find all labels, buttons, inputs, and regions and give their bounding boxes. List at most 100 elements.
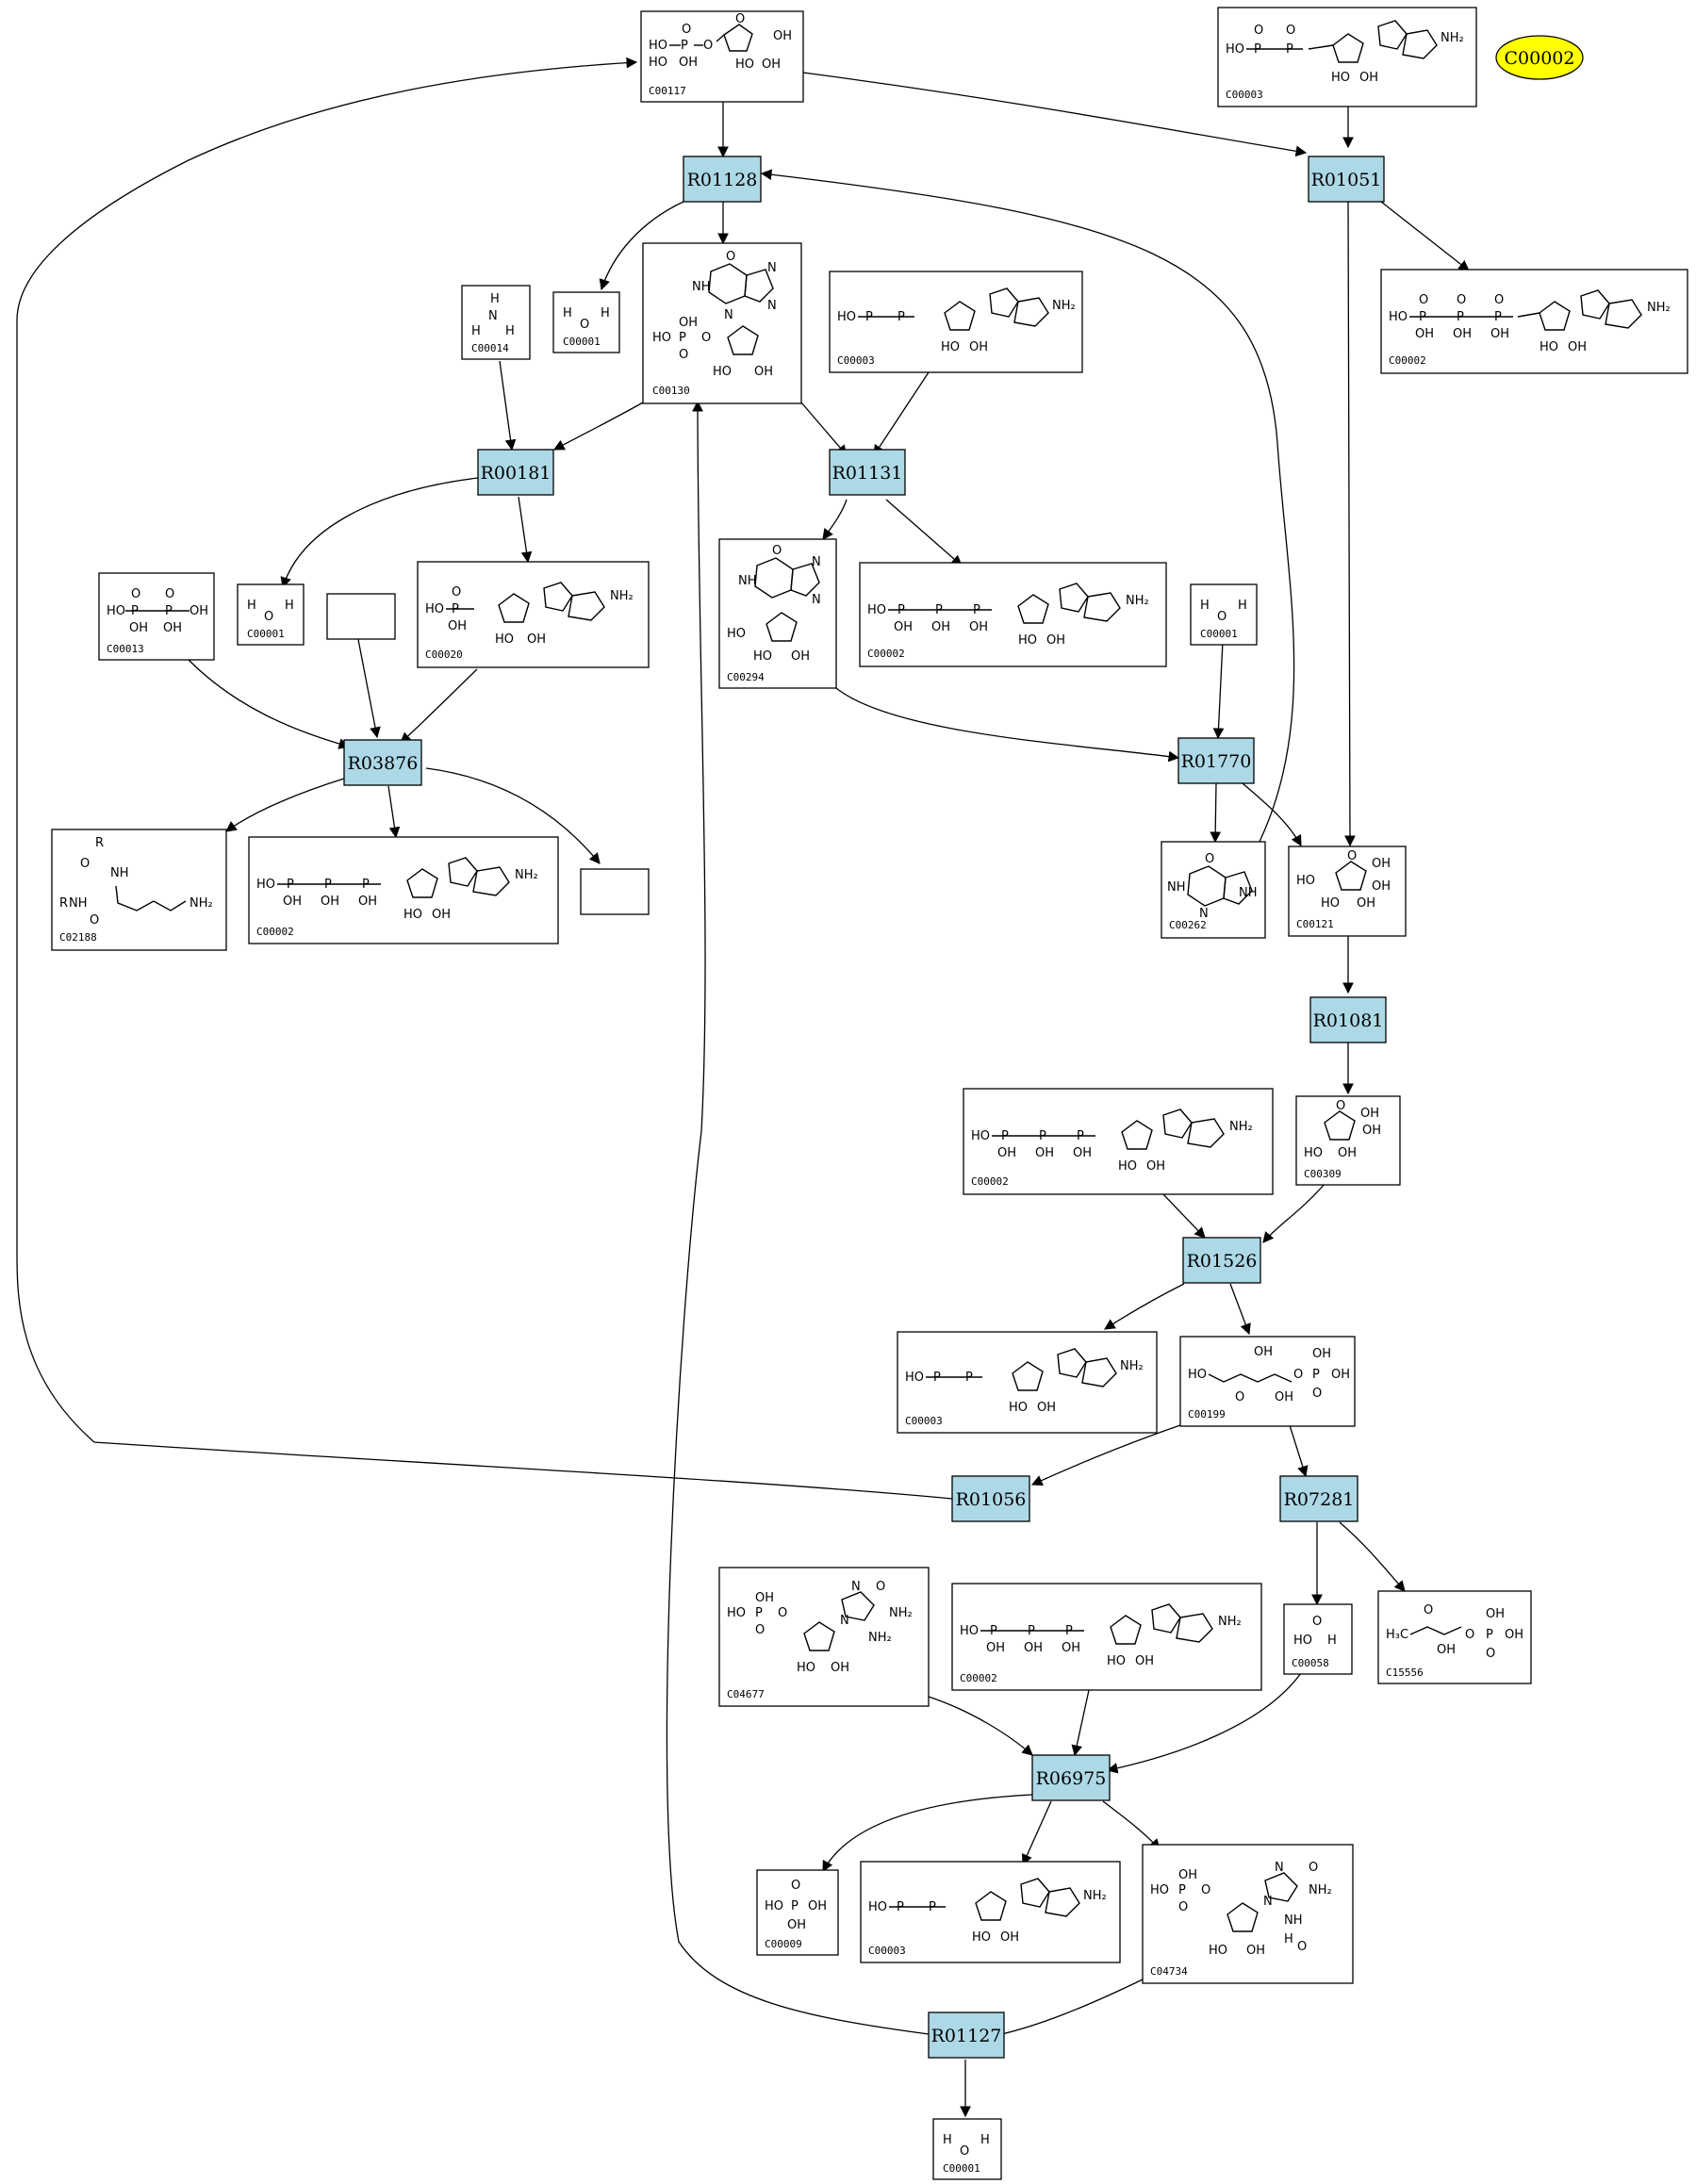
svg-text:NH₂: NH₂ xyxy=(1126,594,1149,608)
compound-C04677[interactable]: OH HO P O O N N O NH₂ NH₂ HO OH C04677 xyxy=(718,1567,930,1707)
svg-text:O: O xyxy=(1312,1387,1322,1401)
reaction-R07281[interactable]: R07281 xyxy=(1279,1475,1358,1522)
svg-text:HO: HO xyxy=(941,340,960,354)
compound-C00130[interactable]: O NH N N N OH HO P O O HO OH C00130 xyxy=(642,242,802,404)
svg-text:O: O xyxy=(1465,1628,1474,1642)
structure-inosine: O NH N N HO HO OH xyxy=(727,544,821,664)
svg-text:NH₂: NH₂ xyxy=(868,1631,892,1645)
reaction-R01128[interactable]: R01128 xyxy=(683,156,762,203)
svg-text:OH: OH xyxy=(1246,1944,1265,1958)
svg-text:NH₂: NH₂ xyxy=(189,896,213,911)
svg-text:HO: HO xyxy=(1118,1159,1137,1174)
empty-node[interactable] xyxy=(326,593,396,640)
compound-C00294[interactable]: O NH N N HO HO OH C00294 xyxy=(718,538,837,689)
svg-text:HO: HO xyxy=(867,603,886,617)
compound-C00117[interactable]: HO P O O HO OH O OH HO OH C00117 xyxy=(640,10,804,103)
svg-text:O: O xyxy=(960,2144,969,2159)
compound-id: C00001 xyxy=(943,2162,980,2175)
reaction-R01127[interactable]: R01127 xyxy=(928,2012,1005,2059)
compound-C00001-b[interactable]: H O H C00001 xyxy=(237,583,305,646)
reaction-R03876[interactable]: R03876 xyxy=(343,739,422,786)
svg-text:OH: OH xyxy=(1062,1641,1080,1655)
target-compound-node[interactable]: C00002 xyxy=(1495,35,1584,80)
empty-node[interactable] xyxy=(580,868,650,915)
compound-C00058[interactable]: O HO H C00058 xyxy=(1283,1603,1353,1675)
compound-C00001-c[interactable]: H O H C00001 xyxy=(1190,583,1258,646)
svg-text:OH: OH xyxy=(969,620,988,634)
compound-C00309[interactable]: O OH OH HO OH C00309 xyxy=(1295,1095,1401,1186)
compound-C00121[interactable]: O HO OH OH HO OH C00121 xyxy=(1288,846,1407,937)
compound-C00003-b[interactable]: HO P P NH₂ HO OH C00003 xyxy=(829,271,1083,373)
svg-text:NH₂: NH₂ xyxy=(1229,1120,1253,1134)
compound-C00001-final[interactable]: H O H C00001 xyxy=(932,2118,1002,2180)
compound-C00003-d[interactable]: HO P P NH₂ HO OH C00003 xyxy=(860,1861,1121,1963)
reaction-R01526[interactable]: R01526 xyxy=(1182,1237,1261,1284)
svg-text:OH: OH xyxy=(787,1918,806,1932)
compound-C00001[interactable]: H O H C00001 xyxy=(552,291,620,353)
svg-text:H: H xyxy=(943,2133,952,2147)
reaction-R01051[interactable]: R01051 xyxy=(1308,156,1385,203)
svg-text:R: R xyxy=(95,836,104,850)
reaction-R01131[interactable]: R01131 xyxy=(829,449,906,496)
reaction-box xyxy=(1177,737,1255,784)
svg-text:O: O xyxy=(682,23,691,37)
svg-text:HO: HO xyxy=(652,331,671,345)
svg-text:H: H xyxy=(601,306,610,320)
compound-id: C00013 xyxy=(107,643,144,655)
reaction-R01081[interactable]: R01081 xyxy=(1309,996,1387,1043)
edge xyxy=(822,499,848,540)
compound-C00003-c[interactable]: HO P P NH₂ HO OH C00003 xyxy=(897,1331,1158,1434)
svg-text:OH: OH xyxy=(808,1899,827,1913)
compound-C00009[interactable]: O HO P OH OH C00009 xyxy=(756,1869,839,1956)
compound-C00020[interactable]: HO P O OH NH₂ HO OH C00020 xyxy=(417,561,650,668)
compound-C00002-d[interactable]: HO P P P OH OH OH NH₂ HO OH C00002 xyxy=(963,1088,1274,1195)
svg-text:N: N xyxy=(724,308,733,322)
reaction-R01056[interactable]: R01056 xyxy=(951,1475,1030,1522)
compound-id: C00020 xyxy=(425,649,463,661)
svg-text:P: P xyxy=(935,603,943,617)
svg-text:OH: OH xyxy=(283,895,302,909)
compound-C00003[interactable]: HO P P O O NH₂ HO OH C00003 xyxy=(1217,7,1477,107)
target-label: C00002 xyxy=(1505,48,1575,69)
svg-text:HO: HO xyxy=(1009,1401,1028,1415)
svg-text:H: H xyxy=(505,324,515,338)
compound-box xyxy=(1142,1844,1354,1984)
svg-text:O: O xyxy=(1254,24,1263,38)
svg-text:NH: NH xyxy=(1284,1913,1303,1928)
compound-C00002-e[interactable]: HO P P P OH OH OH NH₂ HO OH C00002 xyxy=(951,1583,1262,1691)
compound-C00262[interactable]: O NH NH N C00262 xyxy=(1161,841,1266,939)
svg-text:OH: OH xyxy=(1415,327,1434,341)
compound-id: C00003 xyxy=(837,354,875,367)
svg-text:OH: OH xyxy=(448,619,467,633)
svg-text:P: P xyxy=(165,604,173,618)
compound-C04734[interactable]: OH HO P O O N N O NH₂ NH H O HO OH C0473… xyxy=(1142,1844,1354,1984)
compound-id: C04734 xyxy=(1150,1965,1188,1978)
reaction-R01770[interactable]: R01770 xyxy=(1177,737,1255,784)
svg-text:P: P xyxy=(1312,1368,1320,1382)
svg-text:O: O xyxy=(778,1606,787,1620)
svg-text:P: P xyxy=(1077,1129,1084,1143)
edge xyxy=(188,659,351,749)
compound-C00002[interactable]: HO P P P O O O OH OH OH NH₂ HO OH C00002 xyxy=(1380,269,1688,374)
svg-text:OH: OH xyxy=(791,649,810,664)
compound-C00014[interactable]: H N H H C00014 xyxy=(461,285,531,360)
svg-text:H: H xyxy=(1238,599,1247,613)
svg-text:H: H xyxy=(247,599,256,613)
svg-text:H: H xyxy=(980,2133,990,2147)
edge xyxy=(1242,782,1302,847)
compound-C00002-b[interactable]: HO P P P OH OH OH NH₂ HO OH C00002 xyxy=(859,562,1167,667)
compound-box xyxy=(642,242,802,404)
reaction-R00181[interactable]: R00181 xyxy=(477,449,554,496)
compound-C00013[interactable]: HO P P O O OH OH OH C00013 xyxy=(98,572,215,661)
svg-text:OH: OH xyxy=(129,621,148,635)
compound-C00002-c[interactable]: HO P P P OH OH OH NH₂ HO OH C00002 xyxy=(248,836,559,944)
svg-text:NH: NH xyxy=(692,280,711,294)
reaction-box xyxy=(343,739,422,786)
compound-id: C00117 xyxy=(649,85,686,97)
svg-text:OH: OH xyxy=(831,1661,849,1675)
reaction-R06975[interactable]: R06975 xyxy=(1031,1754,1111,1801)
compound-C00199[interactable]: HO O OH OH O P OH OH O C00199 xyxy=(1179,1336,1356,1427)
compound-C15556[interactable]: H₃C O OH O P OH OH O C15556 xyxy=(1377,1590,1532,1684)
compound-C02188[interactable]: R O NH R NH O NH₂ C02188 xyxy=(51,829,227,951)
svg-text:OH: OH xyxy=(1035,1146,1054,1160)
